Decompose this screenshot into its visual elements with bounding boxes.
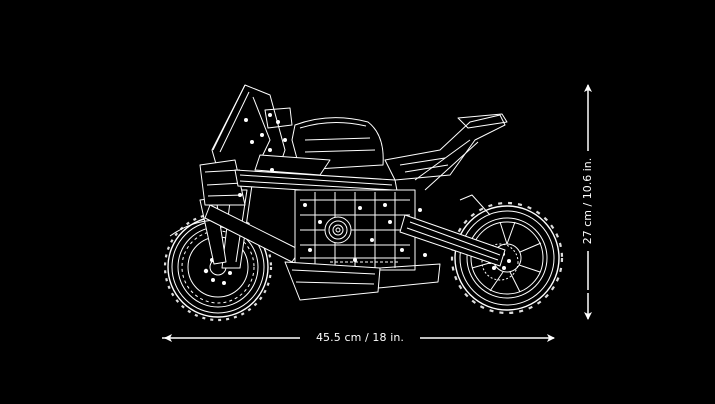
height-label: 27 cm / 10.6 in. <box>580 151 596 251</box>
fuel-tank <box>291 117 384 171</box>
tail-section <box>384 113 508 216</box>
cockpit-detail <box>238 107 293 197</box>
swingarm <box>399 214 506 267</box>
rear-wheel <box>450 201 564 315</box>
engine <box>294 189 427 271</box>
lower-fairing <box>284 261 441 301</box>
length-label: 45.5 cm / 18 in. <box>300 330 420 346</box>
